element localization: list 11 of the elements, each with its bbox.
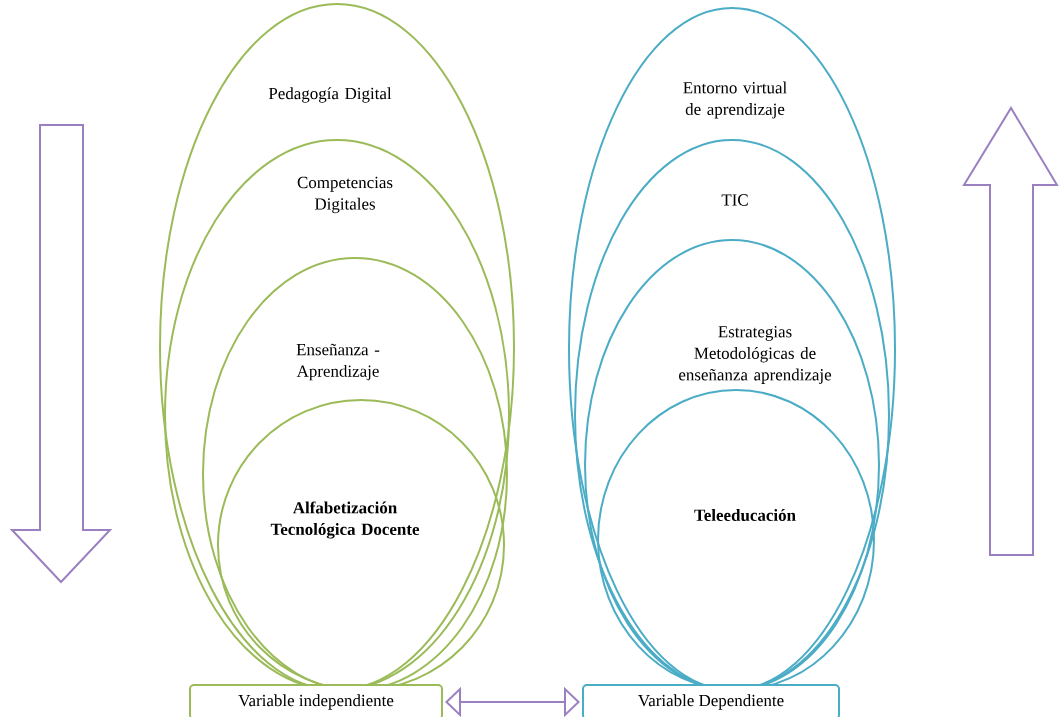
- oval-label: Teleeducación: [694, 509, 796, 521]
- oval-label: Entorno virtual de aprendizaje: [683, 81, 787, 119]
- double-arrow: [445, 686, 580, 717]
- oval-label: TIC: [721, 194, 748, 206]
- oval-label: Competencias Digitales: [297, 176, 393, 214]
- variable-box: Variable independiente: [189, 684, 443, 717]
- oval-label: Pedagogía Digital: [268, 87, 392, 103]
- oval-label: Alfabetización Tecnológica Docente: [270, 501, 420, 539]
- variable-box: Variable Dependiente: [582, 684, 840, 717]
- oval-label: Estrategias Metodológicas de enseñanza aprendizaje: [679, 326, 832, 384]
- oval-label: Enseñanza - Aprendizaje: [296, 343, 380, 381]
